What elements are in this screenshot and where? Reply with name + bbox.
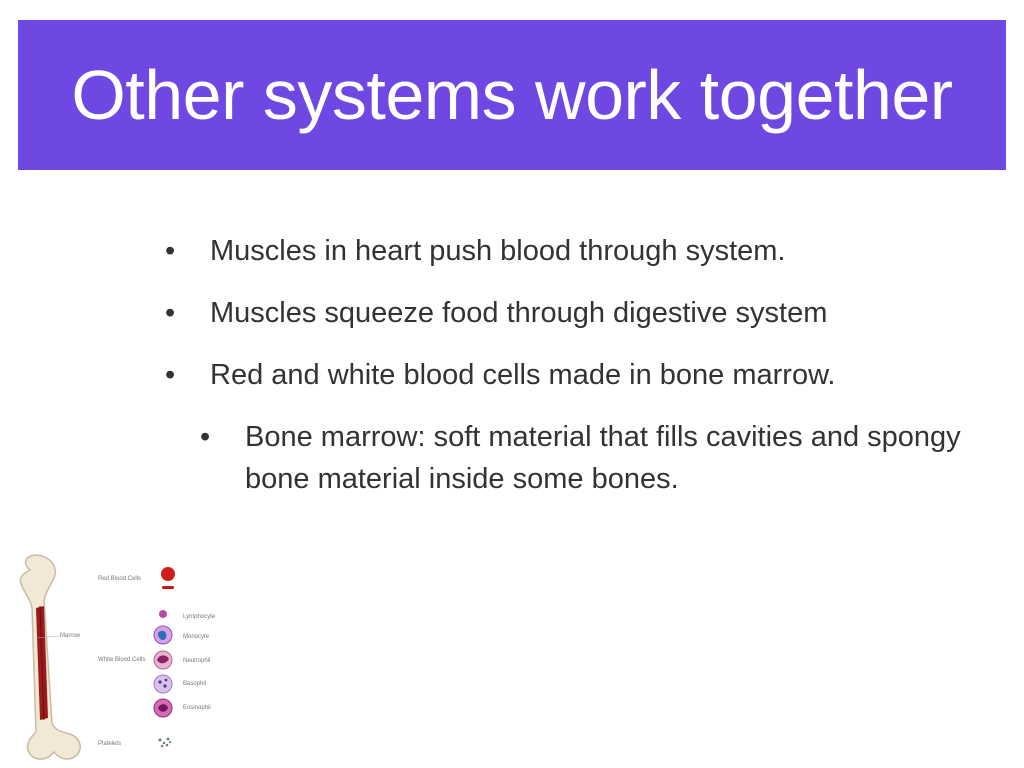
label-lymphocyte: Lymphocyte <box>183 614 216 620</box>
label-marrow: Marrow <box>60 633 81 639</box>
label-platelets: Platelets <box>98 741 121 747</box>
bullet-item: • Muscles in heart push blood through sy… <box>165 230 965 272</box>
basophil-icon <box>153 674 173 694</box>
femur-bone-image <box>19 554 81 760</box>
bullet-list: • Muscles in heart push blood through sy… <box>165 230 965 500</box>
bullet-text: Muscles in heart push blood through syst… <box>210 235 786 267</box>
label-red-blood-cells: Red Blood Cells <box>98 576 141 582</box>
label-neutrophil: Neutrophil <box>183 658 210 664</box>
bullet-item: • Red and white blood cells made in bone… <box>165 354 965 396</box>
bone-marrow-diagram: Red Blood Cells Marrow White Blood Cells… <box>19 554 216 760</box>
slide-title: Other systems work together <box>71 56 953 134</box>
label-eosinophil: Eosinophil <box>183 705 211 711</box>
bullet-text: Muscles squeeze food through digestive s… <box>210 297 828 329</box>
bullet-dot: • <box>165 297 176 329</box>
label-basophil: Basophil <box>183 681 206 687</box>
label-monocyte: Monocyte <box>183 634 210 640</box>
bullet-text: Bone marrow: soft material that fills ca… <box>245 421 961 495</box>
sub-bullet-item: • Bone marrow: soft material that fills … <box>200 416 965 500</box>
bullet-dot: • <box>165 359 176 391</box>
title-banner: Other systems work together <box>18 20 1006 170</box>
label-white-blood-cells: White Blood Cells <box>98 657 145 663</box>
bullet-item: • Muscles squeeze food through digestive… <box>165 292 965 334</box>
platelets-icon <box>158 737 172 748</box>
red-blood-cell-side-icon <box>162 586 174 589</box>
lymphocyte-icon <box>159 610 167 618</box>
bullet-dot: • <box>165 235 176 267</box>
bullet-dot: • <box>200 421 211 453</box>
bullet-text: Red and white blood cells made in bone m… <box>210 359 836 391</box>
red-blood-cell-icon <box>161 567 175 581</box>
